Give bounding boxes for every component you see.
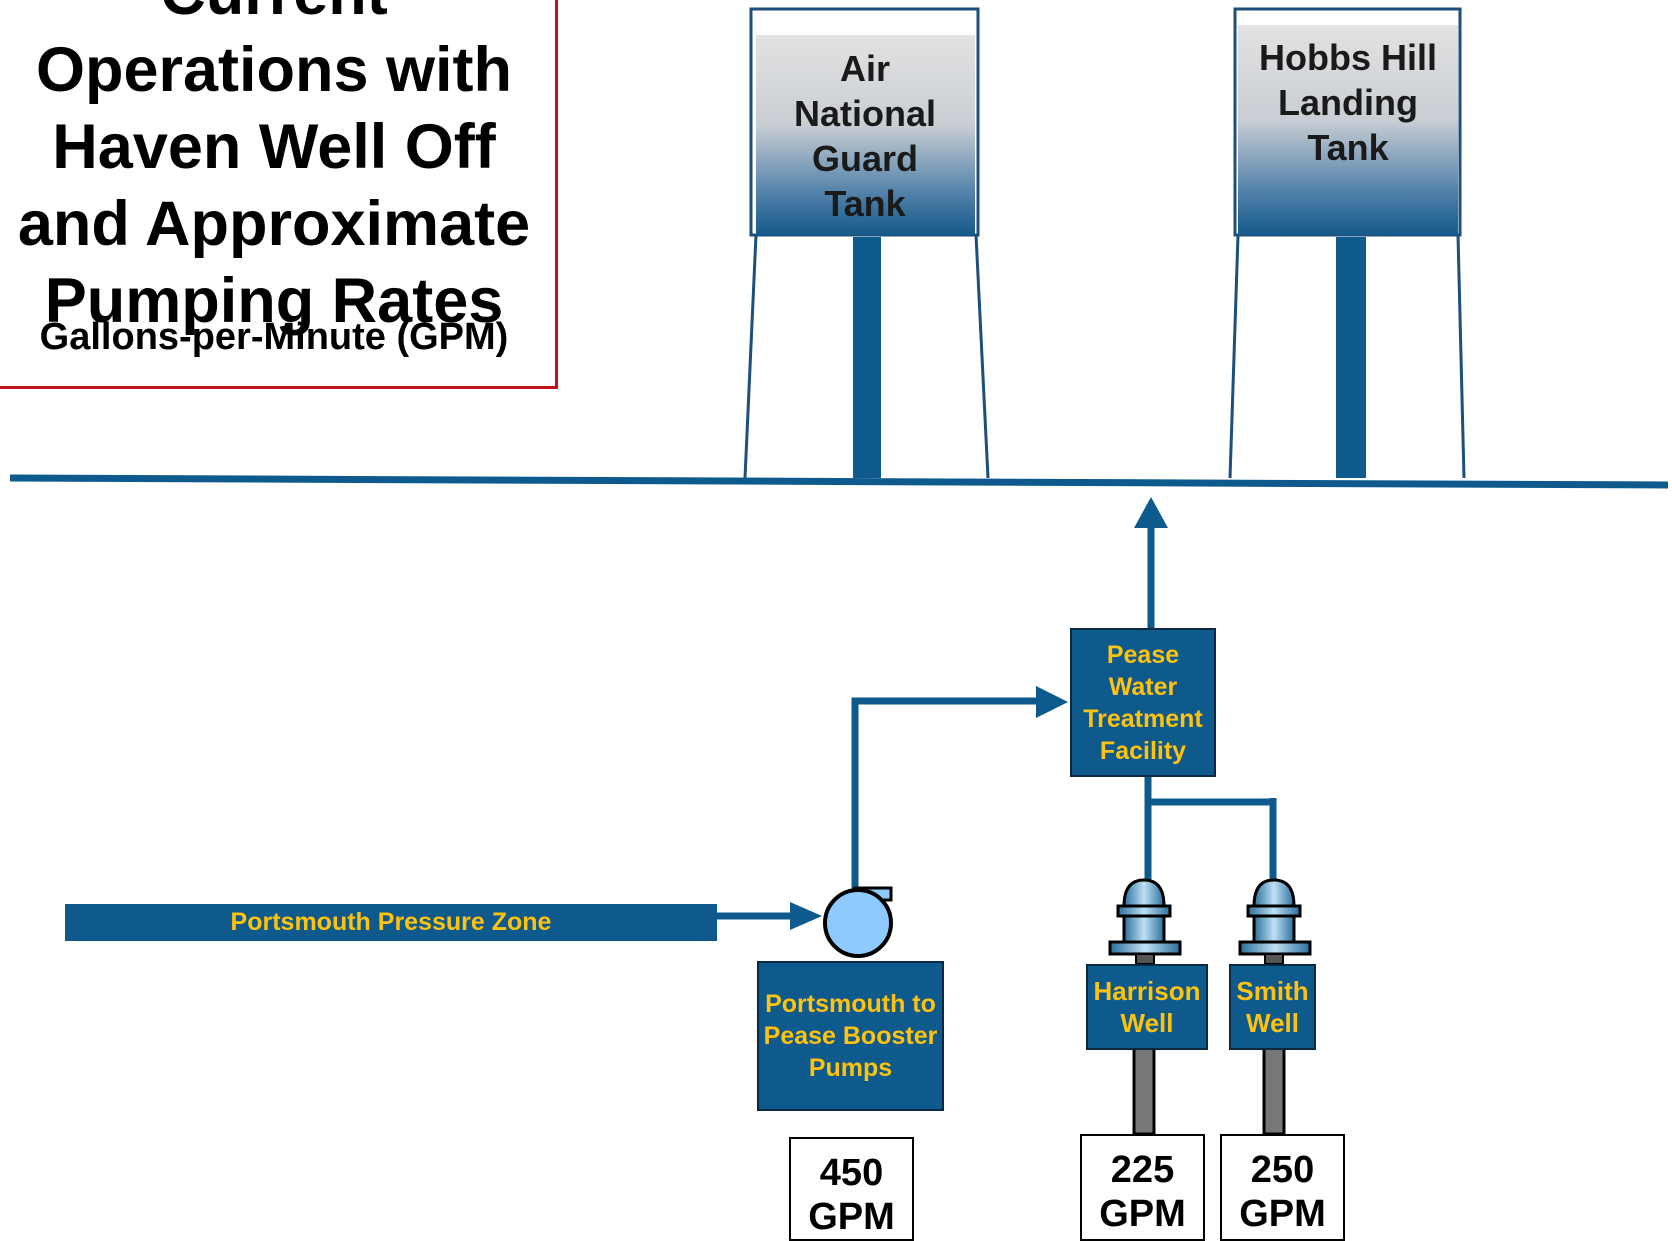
smith-well-box: Smith Well: [1229, 964, 1316, 1050]
booster-rate-box: 450 GPM: [789, 1137, 914, 1241]
smith-rate-box: 250 GPM: [1220, 1134, 1345, 1241]
title-box: Current Operations with Haven Well Off a…: [0, 0, 558, 389]
treatment-facility-label: Pease Water Treatment Facility: [1083, 640, 1203, 765]
smith-rate-value: 250 GPM: [1239, 1149, 1326, 1235]
title-line: Operations with: [35, 35, 513, 105]
title-line: Current: [0, 0, 555, 32]
well-head-icon: [1238, 878, 1312, 1136]
pressure-zone-label: Portsmouth Pressure Zone: [230, 908, 552, 936]
smith-well-label: Smith Well: [1236, 976, 1309, 1038]
pump-icon: [823, 886, 893, 958]
wells-to-facility-pipes: [1144, 776, 1277, 880]
treatment-facility-box: Pease Water Treatment Facility: [1070, 628, 1216, 777]
harrison-rate-box: 225 GPM: [1080, 1134, 1205, 1241]
tank-label-hobbs-hill-landing: Hobbs Hill Landing Tank: [1259, 37, 1437, 168]
tank-air-national-guard: [743, 7, 990, 479]
zone-to-pump-arrow: [717, 902, 822, 930]
title-line: and Approximate: [17, 189, 531, 259]
harrison-well-box: Harrison Well: [1086, 964, 1208, 1050]
title-line: Pumping Rates: [44, 266, 504, 336]
booster-rate-value: 450 GPM: [808, 1152, 895, 1238]
main-distribution-line: [9, 474, 1669, 489]
well-head-icon: [1108, 878, 1182, 1136]
title-subtitle: Gallons-per-Minute (GPM): [39, 316, 509, 358]
harrison-well-label: Harrison Well: [1093, 976, 1201, 1038]
booster-pumps-box: Portsmouth to Pease Booster Pumps: [757, 961, 944, 1111]
facility-to-main-arrow: [1134, 497, 1168, 628]
title-lines: Current Operations with Haven Well Off a…: [0, 0, 555, 340]
tank-hobbs-hill-landing: [1228, 7, 1466, 479]
booster-pumps-label: Portsmouth to Pease Booster Pumps: [763, 990, 938, 1082]
pressure-zone-bar: Portsmouth Pressure Zone: [65, 904, 717, 941]
harrison-rate-value: 225 GPM: [1099, 1149, 1186, 1235]
booster-to-facility-pipe: [851, 686, 1068, 893]
title-line: Haven Well Off: [52, 112, 496, 182]
tank-label-air-national-guard: Air National Guard Tank: [793, 48, 936, 224]
